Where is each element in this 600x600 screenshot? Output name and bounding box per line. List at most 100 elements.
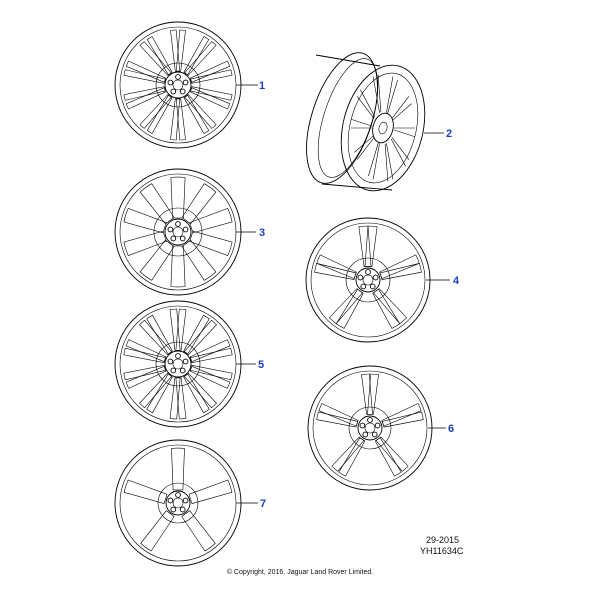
spoke — [387, 79, 398, 114]
spoke — [386, 76, 394, 113]
wheel-6-lugs — [359, 417, 381, 438]
lug-nut — [175, 74, 181, 80]
wheel-3-lugs — [167, 221, 189, 242]
spoke — [181, 239, 217, 281]
spoke — [392, 103, 412, 121]
spoke — [175, 377, 187, 420]
spoke — [139, 239, 175, 281]
lug-nut — [365, 269, 371, 275]
lug-nut — [182, 497, 189, 504]
spoke — [360, 89, 376, 118]
spoke — [354, 135, 374, 153]
wheel-7-lugs — [167, 492, 189, 513]
lug-nut — [360, 283, 367, 290]
spoke — [189, 230, 233, 256]
spoke — [175, 308, 187, 351]
spoke — [123, 364, 166, 381]
spoke — [189, 339, 231, 363]
lug-nut — [359, 422, 366, 429]
lug-nut — [175, 353, 181, 359]
spoke — [361, 373, 373, 415]
spoke — [190, 364, 233, 381]
wheel-2 — [306, 52, 426, 192]
spoke — [183, 94, 210, 134]
spoke — [181, 183, 217, 225]
spoke — [169, 377, 181, 420]
spoke — [381, 403, 422, 427]
spoke — [170, 245, 186, 288]
wheel-5-lugs — [167, 353, 189, 374]
spoke — [183, 314, 210, 355]
lug-nut — [369, 283, 376, 290]
spoke — [181, 510, 216, 552]
spoke — [393, 129, 415, 137]
spoke — [377, 74, 382, 113]
spoke — [123, 208, 167, 234]
spoke — [183, 372, 217, 409]
lug-nut — [179, 367, 186, 374]
lug-nut — [170, 506, 177, 513]
spoke — [372, 288, 401, 329]
spoke — [373, 288, 408, 325]
lug-nut — [170, 235, 177, 242]
spoke — [356, 96, 375, 119]
wheel-4-spokes — [314, 225, 422, 329]
spoke — [189, 208, 233, 234]
callout-5[interactable]: 5 — [258, 359, 264, 371]
spoke — [123, 86, 166, 101]
spoke — [381, 411, 424, 428]
spoke — [169, 308, 181, 351]
spoke — [316, 254, 357, 279]
spoke — [331, 436, 365, 472]
spoke — [189, 87, 231, 110]
lug-nut — [175, 221, 181, 227]
lug-nut — [372, 274, 379, 281]
wheel-4 — [305, 217, 431, 343]
spoke — [364, 225, 378, 267]
callout-1[interactable]: 1 — [259, 80, 265, 92]
spoke — [338, 437, 366, 477]
wheel-1 — [114, 21, 242, 149]
spoke — [183, 373, 210, 414]
lug-nut — [374, 422, 381, 429]
lug-nut — [182, 358, 189, 365]
spoke — [190, 347, 233, 364]
spoke — [123, 347, 166, 364]
spoke — [328, 288, 363, 325]
callout-6[interactable]: 6 — [448, 423, 454, 435]
spoke — [368, 142, 379, 177]
spoke — [146, 373, 173, 414]
spoke — [125, 60, 167, 83]
spoke — [375, 436, 409, 472]
copyright-notice: © Copyright, 2016. Jaguar Land Rover Lim… — [226, 569, 374, 576]
wheel-5-spokes — [123, 308, 233, 420]
spoke — [372, 143, 380, 180]
spoke — [139, 319, 173, 356]
spoke — [125, 339, 167, 363]
spoke — [379, 254, 420, 279]
spoke — [314, 263, 357, 280]
lug-nut — [357, 274, 364, 281]
lug-nut — [167, 79, 174, 86]
callout-2[interactable]: 2 — [446, 128, 452, 140]
spoke — [175, 29, 186, 72]
spoke — [139, 183, 175, 225]
lug-nut — [170, 367, 177, 374]
callout-4[interactable]: 4 — [453, 275, 460, 287]
spoke — [123, 69, 166, 84]
spoke — [391, 96, 410, 119]
callout-7[interactable]: 7 — [260, 498, 266, 510]
lug-nut — [182, 226, 189, 233]
spoke — [139, 372, 173, 409]
lug-nut — [167, 226, 174, 233]
spoke — [318, 403, 359, 427]
spoke — [390, 138, 406, 167]
spoke — [170, 98, 181, 141]
lug-nut — [179, 88, 186, 95]
lug-nut — [170, 88, 177, 95]
drawing-id: YH11634C — [420, 546, 464, 556]
callout-3[interactable]: 3 — [259, 227, 265, 239]
spoke — [123, 230, 167, 256]
lug-nut — [371, 431, 378, 438]
spoke — [358, 225, 372, 267]
